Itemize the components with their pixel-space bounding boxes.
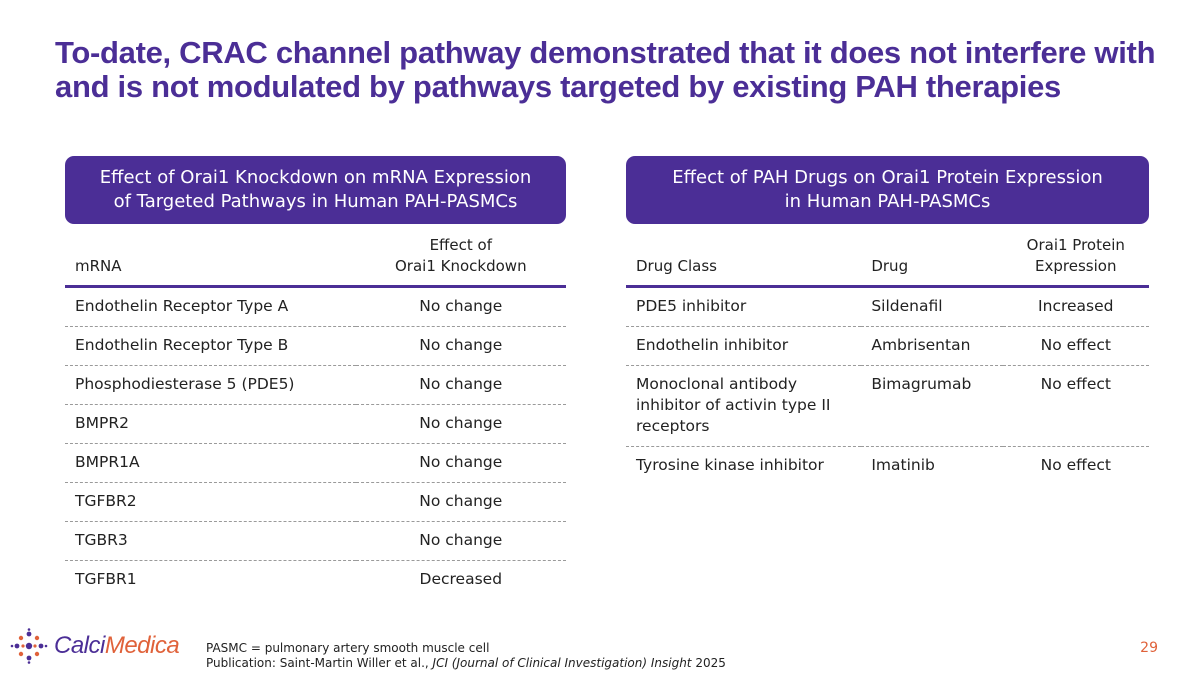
- effect-cell: No change: [355, 521, 566, 561]
- right-panel-header: Effect of PAH Drugs on Orai1 Protein Exp…: [626, 156, 1149, 224]
- calcimedica-logo: CalciMedica: [10, 628, 180, 664]
- effect-cell: Decreased: [355, 560, 566, 599]
- drug-cell: Sildenafil: [871, 297, 943, 315]
- publication-prefix: Publication: Saint-Martin Willer et al.,: [206, 656, 433, 670]
- mrna-cell: TGFBR2: [65, 482, 356, 522]
- column-header-expression: Orai1 Protein Expression: [1002, 234, 1149, 288]
- footnotes: PASMC = pulmonary artery smooth muscle c…: [206, 641, 726, 671]
- table-row: Endothelin inhibitor Ambrisentan No effe…: [626, 326, 1149, 366]
- table-header-row: Drug Class Drug Orai1 Protein Expression: [626, 234, 1149, 288]
- drug-class-cell: PDE5 inhibitor: [636, 297, 747, 315]
- column-header-effect: Effect of Orai1 Knockdown: [355, 234, 566, 288]
- drug-class-cell: Tyrosine kinase inhibitor: [626, 446, 862, 485]
- drug-cell: Ambrisentan: [861, 326, 1003, 366]
- effect-cell: No change: [355, 326, 566, 366]
- effect-cell: No change: [355, 404, 566, 444]
- expression-cell: No effect: [1002, 446, 1149, 485]
- mrna-cell: BMPR2: [65, 404, 356, 444]
- column-header-mrna: mRNA: [65, 234, 356, 288]
- table-row: PDE5 inhibitor Sildenafil Increased: [626, 287, 1149, 327]
- mrna-cell: Endothelin Receptor Type B: [65, 326, 356, 366]
- expression-cell: No effect: [1002, 365, 1149, 447]
- footnote-publication: Publication: Saint-Martin Willer et al.,…: [206, 656, 726, 671]
- pah-drugs-panel: Effect of PAH Drugs on Orai1 Protein Exp…: [626, 156, 1149, 485]
- molecule-logo-icon: [10, 628, 48, 664]
- drug-cell: Bimagrumab: [861, 365, 1003, 447]
- table-row: Tyrosine kinase inhibitor Imatinib No ef…: [626, 446, 1149, 485]
- mrna-cell: TGFBR1: [65, 560, 356, 599]
- table-header-row: mRNA Effect of Orai1 Knockdown: [65, 234, 566, 288]
- table-row: Endothelin Receptor Type A No change: [65, 287, 566, 327]
- table-row: Phosphodiesterase 5 (PDE5) No change: [65, 365, 566, 405]
- footnote-abbreviation: PASMC = pulmonary artery smooth muscle c…: [206, 641, 490, 655]
- table-row: BMPR1A No change: [65, 443, 566, 483]
- drug-class-cell: Endothelin inhibitor: [626, 326, 862, 366]
- table-row: Endothelin Receptor Type B No change: [65, 326, 566, 366]
- table-row: TGFBR1 Decreased: [65, 560, 566, 599]
- publication-year: 2025: [691, 656, 726, 670]
- table-row: TGFBR2 No change: [65, 482, 566, 522]
- table-row: TGBR3 No change: [65, 521, 566, 561]
- effect-cell: No change: [419, 297, 503, 315]
- mrna-cell: BMPR1A: [65, 443, 356, 483]
- drug-class-cell: Monoclonal antibody inhibitor of activin…: [626, 365, 862, 447]
- mrna-cell: TGBR3: [65, 521, 356, 561]
- drug-table: Drug Class Drug Orai1 Protein Expression…: [626, 234, 1149, 485]
- orai1-knockdown-panel: Effect of Orai1 Knockdown on mRNA Expres…: [65, 156, 566, 599]
- mrna-cell: Endothelin Receptor Type A: [75, 297, 289, 315]
- table-row: BMPR2 No change: [65, 404, 566, 444]
- effect-cell: No change: [355, 443, 566, 483]
- logo-text-medica: Medica: [104, 632, 180, 659]
- logo-wordmark: CalciMedica: [54, 632, 180, 660]
- logo-text-calci: Calci: [54, 632, 105, 659]
- mrna-cell: Phosphodiesterase 5 (PDE5): [65, 365, 356, 405]
- drug-cell: Imatinib: [861, 446, 1003, 485]
- slide-title: To-date, CRAC channel pathway demonstrat…: [55, 35, 1156, 104]
- left-panel-header: Effect of Orai1 Knockdown on mRNA Expres…: [65, 156, 566, 224]
- column-header-drug: Drug: [861, 234, 1003, 288]
- journal-name: JCI (Journal of Clinical Investigation) …: [432, 656, 692, 670]
- effect-cell: No change: [355, 365, 566, 405]
- effect-cell: No change: [355, 482, 566, 522]
- column-header-drug-class: Drug Class: [626, 234, 862, 288]
- expression-cell: No effect: [1002, 326, 1149, 366]
- mrna-table: mRNA Effect of Orai1 Knockdown Endotheli…: [65, 234, 566, 599]
- table-row: Monoclonal antibody inhibitor of activin…: [626, 365, 1149, 447]
- page-number: 29: [1140, 640, 1158, 656]
- expression-cell: Increased: [1038, 297, 1114, 315]
